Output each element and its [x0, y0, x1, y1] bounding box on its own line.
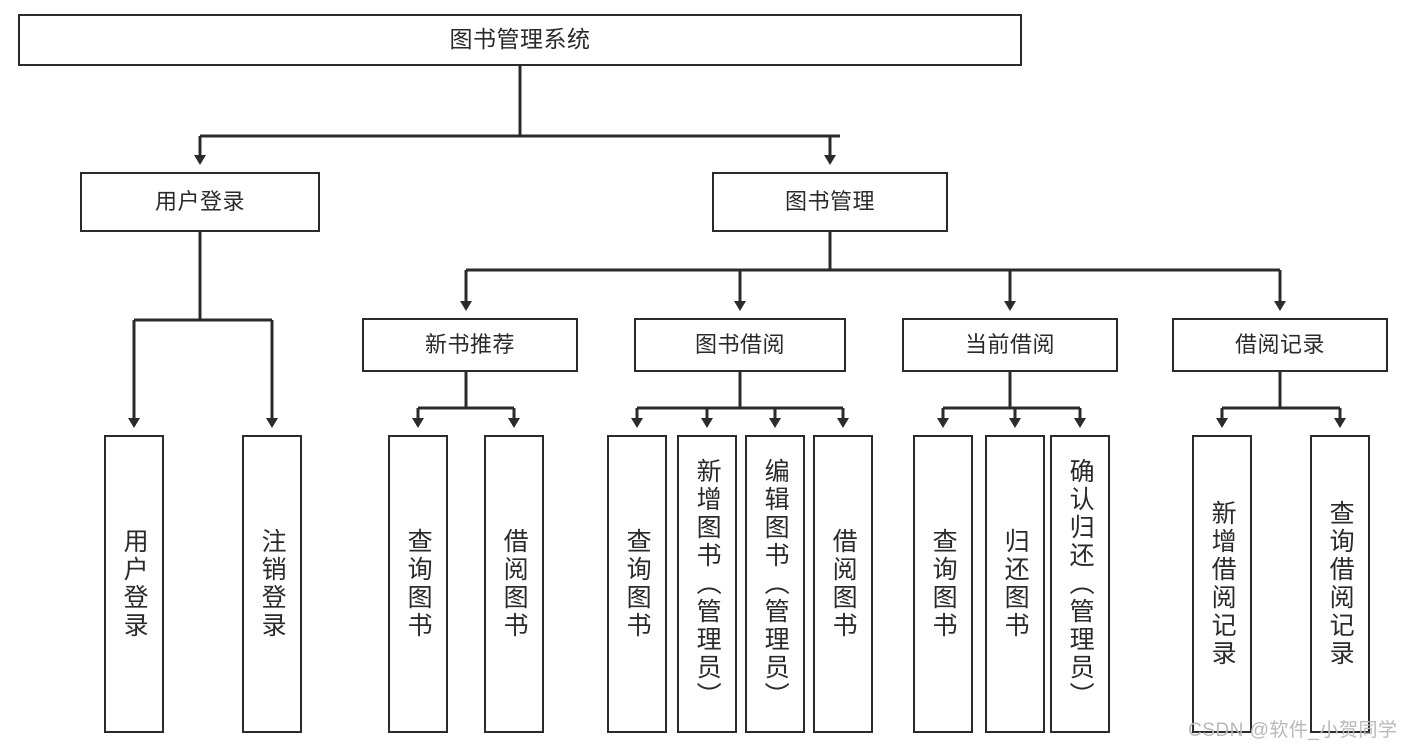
node-leaf-query-book-current[interactable]: 查询图书: [913, 435, 973, 733]
csdn-watermark: CSDN @软件_小贺同学: [1188, 720, 1398, 741]
node-label: 新增借阅记录: [1208, 500, 1237, 668]
node-label: 查询图书: [404, 528, 433, 640]
node-leaf-user-login[interactable]: 用户登录: [104, 435, 164, 733]
node-new-book-recommend[interactable]: 新书推荐: [362, 318, 578, 372]
node-leaf-borrow-book[interactable]: 借阅图书: [813, 435, 873, 733]
node-leaf-add-borrow-record[interactable]: 新增借阅记录: [1192, 435, 1252, 733]
node-label: 用户登录: [154, 189, 245, 215]
node-label: 图书管理系统: [449, 26, 591, 53]
node-leaf-add-book[interactable]: 新增图书（管理员）: [677, 435, 737, 733]
node-label: 查询图书: [929, 528, 958, 640]
node-label: 图书借阅: [694, 332, 785, 358]
node-label: 编辑图书（管理员）: [761, 458, 790, 710]
node-book-borrow[interactable]: 图书借阅: [634, 318, 846, 372]
node-label: 当前借阅: [964, 332, 1055, 358]
node-leaf-logout-login[interactable]: 注销登录: [242, 435, 302, 733]
node-label: 图书管理: [784, 189, 875, 215]
node-leaf-return-book[interactable]: 归还图书: [985, 435, 1045, 733]
node-leaf-edit-book[interactable]: 编辑图书（管理员）: [745, 435, 805, 733]
node-label: 新书推荐: [424, 332, 515, 358]
node-label: 查询借阅记录: [1326, 500, 1355, 668]
node-label: 归还图书: [1001, 528, 1030, 640]
node-label: 借阅图书: [500, 528, 529, 640]
node-label: 借阅记录: [1234, 332, 1325, 358]
node-label: 确认归还（管理员）: [1066, 458, 1095, 710]
node-label: 用户登录: [120, 528, 149, 640]
node-current-borrow[interactable]: 当前借阅: [902, 318, 1118, 372]
node-leaf-query-borrow-record[interactable]: 查询借阅记录: [1310, 435, 1370, 733]
node-leaf-borrow-book-recommend[interactable]: 借阅图书: [484, 435, 544, 733]
node-leaf-confirm-return[interactable]: 确认归还（管理员）: [1050, 435, 1110, 733]
node-label: 注销登录: [258, 528, 287, 640]
node-label: 新增图书（管理员）: [693, 458, 722, 710]
node-user-login[interactable]: 用户登录: [80, 172, 320, 232]
node-label: 借阅图书: [829, 528, 858, 640]
node-borrow-record[interactable]: 借阅记录: [1172, 318, 1388, 372]
node-label: 查询图书: [623, 528, 652, 640]
node-book-management-system[interactable]: 图书管理系统: [18, 14, 1022, 66]
node-book-management[interactable]: 图书管理: [712, 172, 948, 232]
node-leaf-query-book-borrow[interactable]: 查询图书: [607, 435, 667, 733]
node-leaf-query-book-recommend[interactable]: 查询图书: [388, 435, 448, 733]
